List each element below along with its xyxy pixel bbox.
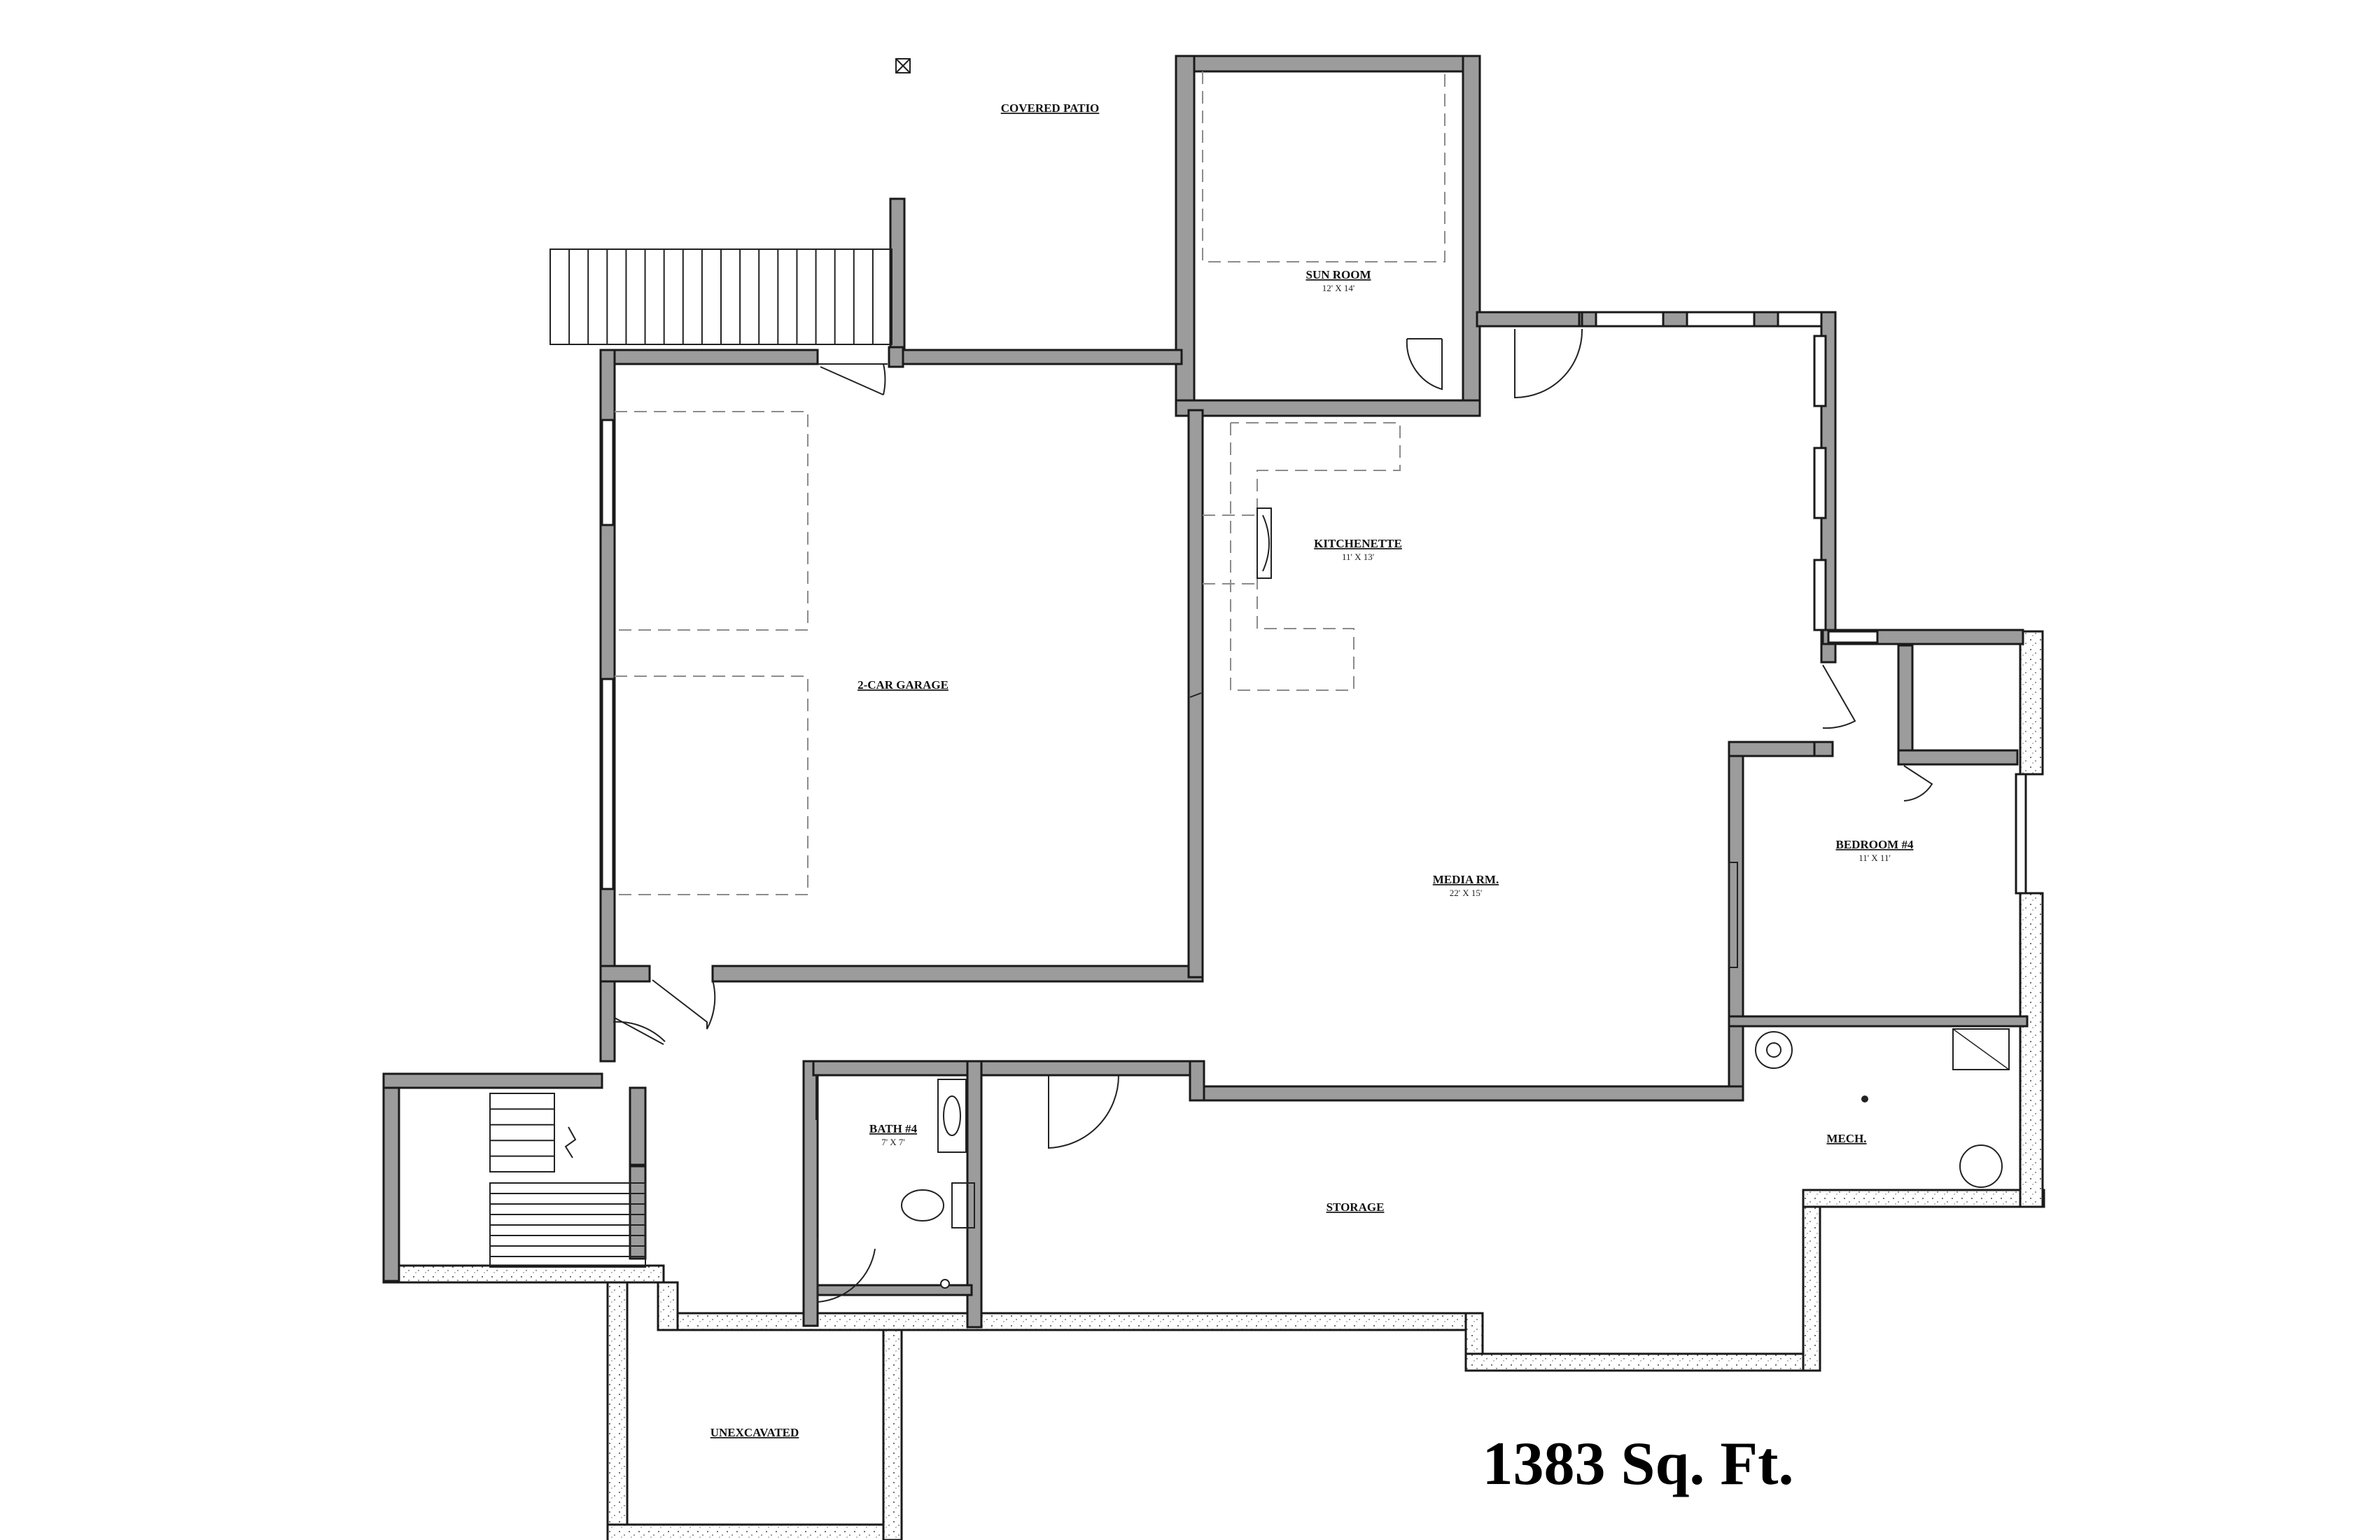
sump-pit-icon <box>1959 1144 2003 1188</box>
storage-label: STORAGE <box>1326 1200 1385 1214</box>
room-labels: COVERED PATIO SUN ROOM 12' X 14' KITCHEN… <box>710 102 1914 1439</box>
bath-fixtures <box>901 1079 975 1289</box>
bedroom-4-label: BEDROOM #4 <box>1836 838 1914 851</box>
kitchenette-label: KITCHENETTE <box>1314 537 1402 550</box>
floor-drain-icon <box>1861 1096 1868 1102</box>
floor-drain-icon <box>940 1279 950 1289</box>
sun-room-dimensions: 12' X 14' <box>1322 283 1355 293</box>
toilet-tank-icon <box>951 1182 975 1228</box>
mech-label: MECH. <box>1826 1132 1866 1145</box>
patio-stair <box>550 248 892 345</box>
toilet-icon <box>901 1189 944 1222</box>
mech-fixtures <box>1755 1028 2010 1188</box>
kitchenette-counters <box>1189 422 1401 698</box>
total-square-footage: 1383 Sq. Ft. <box>1483 1430 1794 1498</box>
unexcavated-label: UNEXCAVATED <box>710 1426 799 1439</box>
interior-walls <box>382 55 2029 1329</box>
foundation-walls <box>382 630 2045 1540</box>
basement-stair <box>489 1093 646 1268</box>
bath-4-label: BATH #4 <box>869 1122 918 1135</box>
covered-patio-label: COVERED PATIO <box>1001 102 1100 115</box>
sink-icon <box>943 1096 961 1136</box>
sun-room-overhead-outline <box>1202 71 1446 262</box>
garage-parking-outlines <box>615 411 808 895</box>
kitchenette-dimensions: 11' X 13' <box>1342 552 1374 562</box>
garage-label: 2-CAR GARAGE <box>858 678 948 692</box>
doors <box>612 328 1933 1303</box>
media-room-label: MEDIA RM. <box>1433 873 1499 886</box>
vanity-icon <box>937 1079 967 1153</box>
cooktop-icon <box>1256 507 1272 579</box>
light-fixture-icon <box>895 58 911 74</box>
media-room-dimensions: 22' X 15' <box>1450 888 1483 898</box>
bedroom-4-dimensions: 11' X 11' <box>1858 853 1891 863</box>
sun-room-label: SUN ROOM <box>1306 268 1371 281</box>
bath-4-dimensions: 7' X 7' <box>881 1137 905 1147</box>
range-icon <box>1262 514 1270 572</box>
windows <box>601 311 2027 895</box>
